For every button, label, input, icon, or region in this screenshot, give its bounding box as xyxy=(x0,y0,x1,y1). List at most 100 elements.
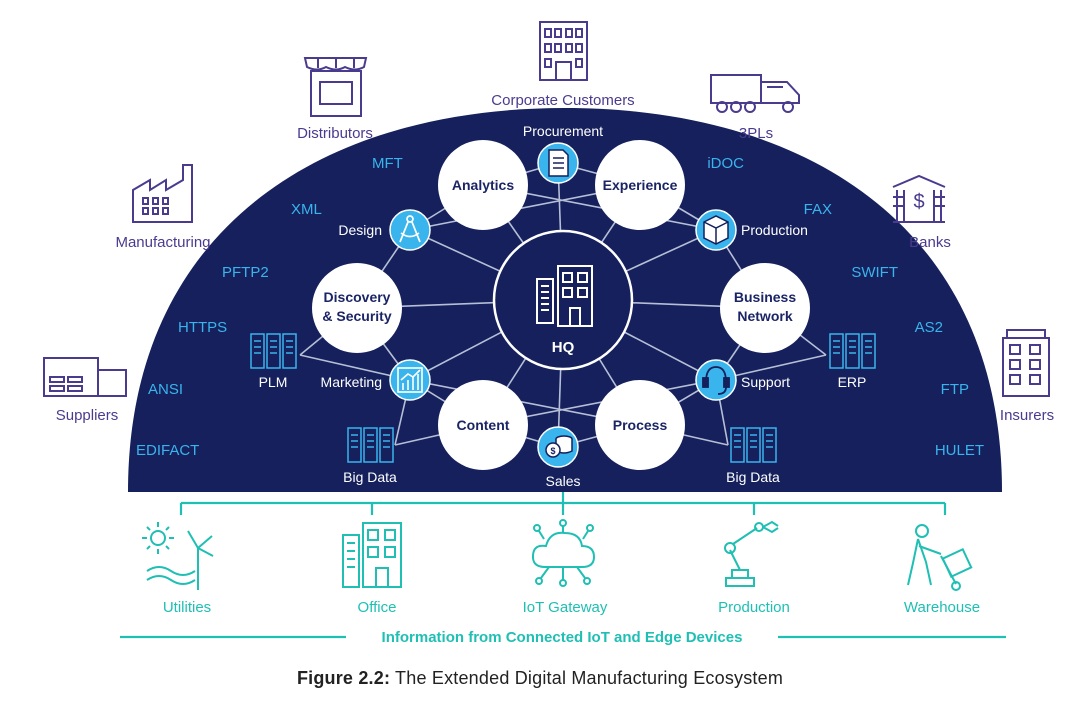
system-plm[interactable]: PLM xyxy=(250,333,297,390)
device-production[interactable]: Production xyxy=(718,520,790,616)
coins-dollar-sign: $ xyxy=(550,446,555,456)
device-office-label: Office xyxy=(358,599,397,616)
partner-insurers-label: Insurers xyxy=(1000,407,1054,424)
server-rack-icon xyxy=(250,333,297,369)
server-rack-icon xyxy=(730,427,777,463)
system-plm-label: PLM xyxy=(259,374,288,390)
coins-dollar-icon xyxy=(545,435,573,458)
bank-dollar-sign: $ xyxy=(913,191,924,213)
function-icons: Procurement Design Production xyxy=(321,123,808,489)
protocol-labels-right: iDOC FAX SWIFT AS2 FTP HULET xyxy=(707,155,984,459)
protocol-label: AS2 xyxy=(915,319,943,336)
partner-suppliers[interactable]: Suppliers xyxy=(43,357,127,424)
hq-hub[interactable]: HQ xyxy=(492,229,634,371)
node-content[interactable]: Content xyxy=(438,380,528,470)
partner-distributors[interactable]: Distributors xyxy=(297,57,373,142)
system-erp[interactable]: ERP xyxy=(829,333,876,390)
function-procurement[interactable]: Procurement xyxy=(523,123,603,184)
protocol-label: ANSI xyxy=(148,381,183,398)
node-analytics-label: Analytics xyxy=(452,177,514,193)
node-content-label: Content xyxy=(457,417,510,433)
system-bigdata-left[interactable]: Big Data xyxy=(343,427,397,485)
growth-chart-icon xyxy=(397,367,423,393)
device-utilities[interactable]: Utilities xyxy=(142,522,214,616)
partner-insurers[interactable]: Insurers xyxy=(1000,329,1054,424)
partner-manufacturing[interactable]: Manufacturing xyxy=(115,164,211,251)
hq-label: HQ xyxy=(552,339,575,356)
system-bigdata-right[interactable]: Big Data xyxy=(726,427,780,485)
partner-3pls[interactable]: 3PLs xyxy=(710,74,800,142)
cloud-network-icon xyxy=(531,519,596,587)
protocol-label: HULET xyxy=(935,442,984,459)
device-warehouse-label: Warehouse xyxy=(904,599,980,616)
figure-caption-prefix: Figure 2.2: xyxy=(296,668,391,688)
function-design[interactable]: Design xyxy=(338,209,431,251)
partner-banks-label: Banks xyxy=(909,234,951,251)
protocol-label: FTP xyxy=(941,381,969,398)
node-process[interactable]: Process xyxy=(595,380,685,470)
storefront-icon xyxy=(303,57,368,117)
figure-caption-text: The Extended Digital Manufacturing Ecosy… xyxy=(390,668,784,688)
system-icons: PLM ERP Big Data xyxy=(250,333,876,485)
device-iot-gateway-label: IoT Gateway xyxy=(523,599,608,616)
iot-information-band: Information from Connected IoT and Edge … xyxy=(120,629,1006,646)
protocol-label: iDOC xyxy=(707,155,744,172)
device-warehouse[interactable]: Warehouse xyxy=(904,524,980,616)
function-sales[interactable]: $ Sales xyxy=(537,426,581,489)
node-business-label-1: Business xyxy=(734,289,796,305)
function-support[interactable]: Support xyxy=(695,359,790,401)
device-iot-gateway[interactable]: IoT Gateway xyxy=(523,519,608,616)
truck-icon xyxy=(710,74,800,113)
robot-arm-icon xyxy=(724,520,779,587)
function-marketing-label: Marketing xyxy=(321,374,382,390)
device-office[interactable]: Office xyxy=(342,522,402,616)
bank-building-icon xyxy=(892,174,946,223)
iot-connectors xyxy=(179,492,947,515)
node-discovery-label-1: Discovery xyxy=(324,289,391,305)
function-sales-label: Sales xyxy=(545,473,580,489)
partner-corporate-label: Corporate Customers xyxy=(491,92,634,109)
package-box-icon xyxy=(703,215,729,245)
system-erp-label: ERP xyxy=(838,374,867,390)
headset-icon xyxy=(702,366,730,395)
protocol-label: XML xyxy=(291,201,322,218)
capability-nodes: Analytics Experience Discovery & Securit… xyxy=(312,140,810,470)
function-production[interactable]: Production xyxy=(695,209,808,251)
node-analytics[interactable]: Analytics xyxy=(438,140,528,230)
office-building-icon xyxy=(342,522,402,588)
hq-building-icon xyxy=(536,265,593,327)
server-rack-icon xyxy=(347,427,394,463)
protocol-label: SWIFT xyxy=(851,264,898,281)
function-marketing[interactable]: Marketing xyxy=(321,359,431,401)
partner-corporate[interactable]: Corporate Customers xyxy=(491,21,635,109)
solar-wind-icon xyxy=(142,522,214,590)
warehouse-building-icon xyxy=(43,357,127,397)
node-business-label-2: Network xyxy=(737,308,792,324)
protocol-labels-left: MFT XML PFTP2 HTTPS ANSI EDIFACT xyxy=(136,155,403,459)
system-bigdata-right-label: Big Data xyxy=(726,469,780,485)
protocol-label: MFT xyxy=(372,155,403,172)
server-rack-icon xyxy=(829,333,876,369)
partner-banks[interactable]: $ Banks xyxy=(892,174,951,251)
node-experience[interactable]: Experience xyxy=(595,140,685,230)
office-tower-icon xyxy=(539,21,588,81)
partner-suppliers-label: Suppliers xyxy=(56,407,119,424)
function-support-label: Support xyxy=(741,374,790,390)
document-icon xyxy=(548,149,569,177)
partner-distributors-label: Distributors xyxy=(297,125,373,142)
factory-icon xyxy=(132,164,193,223)
partner-manufacturing-label: Manufacturing xyxy=(115,234,210,251)
device-utilities-label: Utilities xyxy=(163,599,211,616)
protocol-label: HTTPS xyxy=(178,319,227,336)
node-business-network[interactable]: Business Network xyxy=(720,263,810,353)
function-procurement-label: Procurement xyxy=(523,123,603,139)
system-bigdata-left-label: Big Data xyxy=(343,469,397,485)
figure-caption: Figure 2.2: The Extended Digital Manufac… xyxy=(0,668,1080,689)
partner-3pls-label: 3PLs xyxy=(739,125,773,142)
node-discovery-security[interactable]: Discovery & Security xyxy=(312,263,402,353)
protocol-label: EDIFACT xyxy=(136,442,199,459)
iot-band-label: Information from Connected IoT and Edge … xyxy=(382,629,743,646)
office-building-icon xyxy=(1002,329,1050,397)
